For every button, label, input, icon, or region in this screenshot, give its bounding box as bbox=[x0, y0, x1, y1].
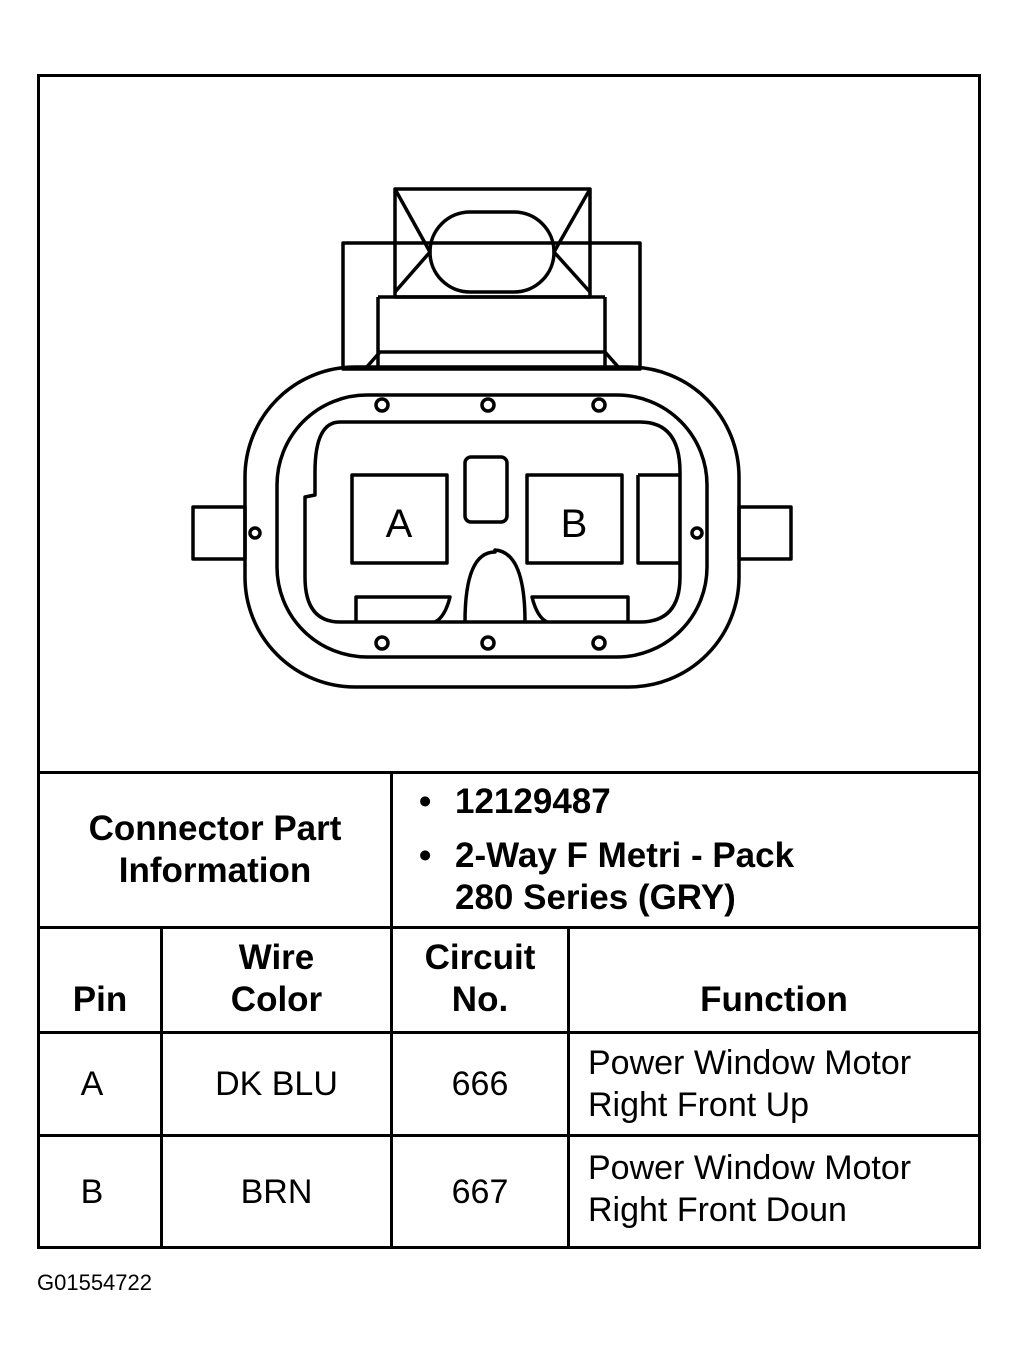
latch-window bbox=[428, 210, 556, 294]
row-a-function: Power Window Motor Right Front Up bbox=[570, 1034, 978, 1134]
divider-diagram bbox=[40, 771, 978, 774]
divider-header bbox=[40, 1031, 978, 1034]
row-b-function-line2: Right Front Doun bbox=[588, 1191, 847, 1229]
row-a-wire-text: DK BLU bbox=[215, 1065, 338, 1103]
cavity-a bbox=[350, 473, 449, 565]
cavity-a-label: A bbox=[386, 502, 413, 546]
description-line2: 280 Series (GRY) bbox=[455, 878, 736, 917]
info-label-line1: Connector Part bbox=[88, 809, 342, 848]
latch-step bbox=[376, 297, 607, 369]
header-pin-text: Pin bbox=[72, 980, 128, 1019]
header-wire-line2: Color bbox=[230, 980, 323, 1019]
connector-part-info-label: Connector Part Information bbox=[40, 774, 390, 926]
connector-face-diagram: A B bbox=[40, 77, 978, 771]
divider-circuit-column bbox=[567, 926, 570, 1246]
row-a-pin: A bbox=[40, 1034, 144, 1134]
connector-drawing: A B bbox=[191, 187, 793, 689]
row-b-function: Power Window Motor Right Front Doun bbox=[570, 1137, 978, 1246]
left-ear bbox=[191, 505, 247, 561]
figure-id: G01554722 bbox=[37, 1270, 152, 1295]
header-function-text: Function bbox=[700, 980, 848, 1019]
connector-inner-shell bbox=[275, 393, 709, 659]
cavity-b bbox=[525, 473, 624, 565]
row-b-circuit-text: 667 bbox=[451, 1172, 509, 1211]
header-circuit-line1: Circuit bbox=[424, 938, 536, 977]
header-circuit-no: Circuit No. bbox=[393, 929, 567, 1031]
divider-info-column bbox=[390, 771, 393, 929]
divider-pin-column bbox=[160, 926, 163, 1246]
row-a-circuit: 666 bbox=[393, 1034, 567, 1134]
row-b-wire-text: BRN bbox=[240, 1172, 313, 1211]
latch-inner-lines bbox=[393, 188, 592, 294]
row-b-pin-text: B bbox=[80, 1172, 104, 1211]
latch-outer-housing bbox=[341, 241, 642, 371]
latch-base bbox=[363, 295, 622, 371]
center-rib bbox=[463, 548, 527, 623]
info-label-line2: Information bbox=[118, 851, 312, 890]
cavity-b-label: B bbox=[561, 502, 588, 546]
header-circuit-line2: No. bbox=[451, 980, 509, 1019]
row-b-pin: B bbox=[40, 1137, 144, 1246]
row-a-function-line1: Power Window Motor bbox=[588, 1044, 912, 1082]
row-b-circuit: 667 bbox=[393, 1137, 567, 1246]
bullet-1: • bbox=[419, 782, 432, 821]
header-wire-line1: Wire bbox=[238, 938, 315, 977]
row-b-function-line1: Power Window Motor bbox=[588, 1149, 912, 1187]
bullet-2: • bbox=[419, 836, 432, 875]
part-number-item: • 12129487 bbox=[419, 781, 978, 823]
description-line1: 2-Way F Metri - Pack bbox=[455, 836, 795, 875]
row-b-wire-color: BRN bbox=[163, 1137, 390, 1246]
description-item: • 2-Way F Metri - Pack 280 Series (GRY) bbox=[419, 835, 978, 919]
row-a-function-line2: Right Front Up bbox=[588, 1086, 810, 1124]
header-wire-color: Wire Color bbox=[163, 929, 390, 1031]
header-pin: Pin bbox=[40, 929, 160, 1031]
row-a-pin-text: A bbox=[80, 1065, 104, 1103]
header-function: Function bbox=[570, 929, 978, 1031]
row-a-circuit-text: 666 bbox=[451, 1065, 509, 1103]
divider-info bbox=[40, 926, 978, 929]
locator-dots bbox=[248, 397, 704, 651]
divider-wire-column bbox=[390, 926, 393, 1246]
part-number: 12129487 bbox=[455, 782, 611, 821]
bottom-pads bbox=[354, 595, 630, 624]
right-ear bbox=[737, 505, 793, 561]
right-slot bbox=[636, 473, 680, 565]
row-a-wire-color: DK BLU bbox=[163, 1034, 390, 1134]
connector-figure-frame: A B Connector Part Information • 1212948… bbox=[37, 74, 981, 1249]
divider-row-a bbox=[40, 1134, 978, 1137]
connector-cavity-outline bbox=[303, 420, 682, 624]
center-key bbox=[463, 455, 509, 524]
connector-part-info-values: • 12129487 • 2-Way F Metri - Pack 280 Se… bbox=[393, 774, 978, 926]
